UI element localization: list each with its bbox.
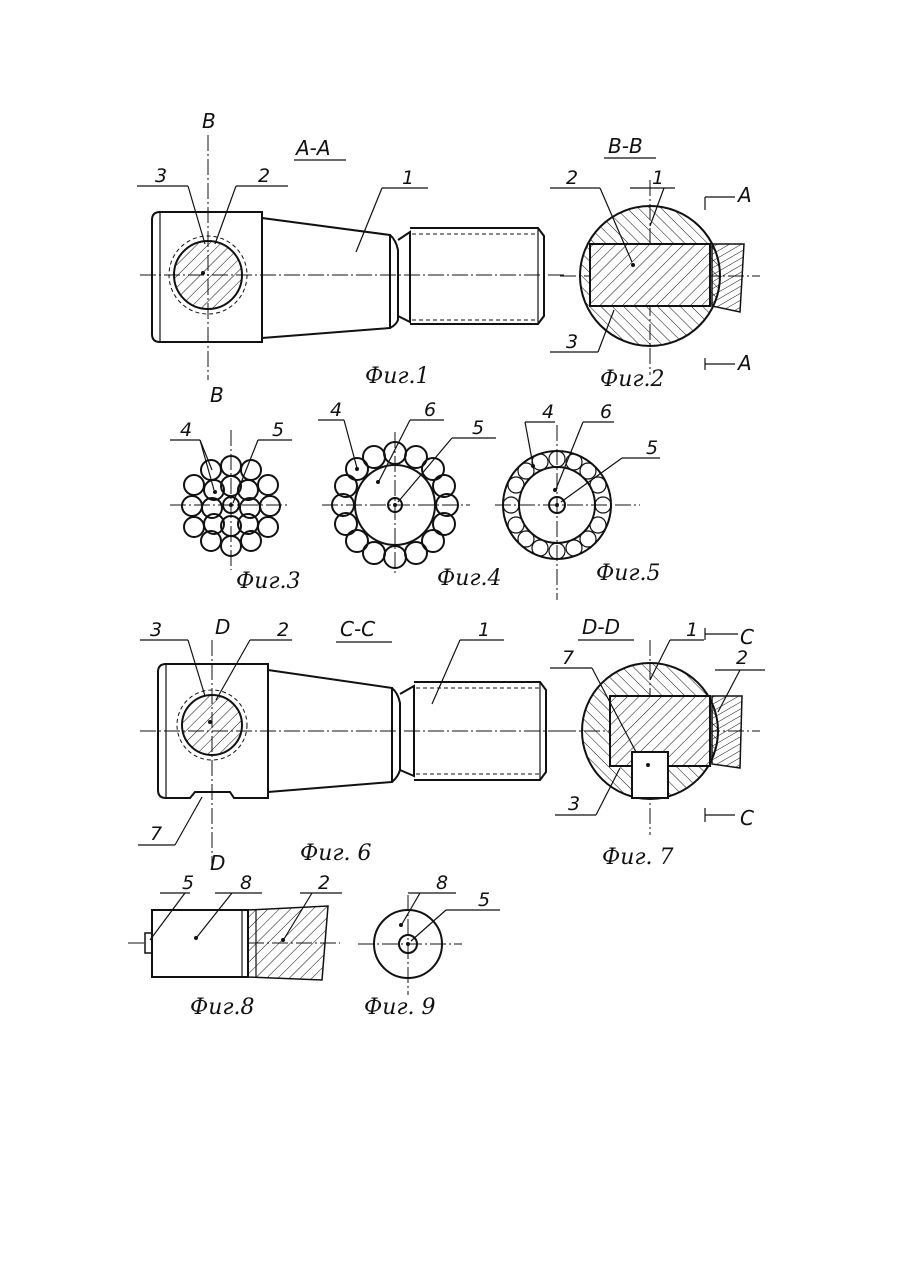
label-3: 3	[150, 619, 162, 641]
section-mark-a-top: А	[736, 183, 752, 207]
label-8: 8	[436, 872, 448, 894]
caption-fig9: Фиг. 9	[364, 995, 436, 1020]
figure-5: 4 6 5 Фиг.5	[495, 401, 661, 600]
label-1: 1	[686, 619, 698, 641]
section-title-bb: В-В	[608, 134, 643, 158]
caption-fig8: Фиг.8	[190, 995, 255, 1020]
caption-fig5: Фиг.5	[596, 561, 661, 586]
section-mark-d-top: D	[215, 615, 230, 639]
figure-2: А А В-В 2 1 3 Фиг.2	[550, 134, 760, 392]
label-5: 5	[478, 889, 490, 911]
caption-fig3: Фиг.3	[236, 569, 301, 594]
section-mark-a-bottom: А	[736, 351, 752, 375]
label-1: 1	[478, 619, 490, 641]
caption-fig4: Фиг.4	[437, 566, 502, 591]
label-2: 2	[318, 872, 330, 894]
label-6: 6	[600, 401, 612, 423]
caption-fig6: Фиг. 6	[300, 841, 372, 866]
figure-6: 3 2 1 7 D D С-С Фиг. 6	[138, 615, 565, 875]
label-2: 2	[566, 167, 578, 189]
caption-fig2: Фиг.2	[600, 367, 665, 392]
section-title-aa: А-А	[294, 136, 331, 160]
figure-7: С С D-D 1 2 7 3 Фиг. 7	[550, 615, 765, 870]
label-6: 6	[424, 399, 436, 421]
section-mark-c-top: С	[740, 625, 754, 649]
figure-9: 8 5 Фиг. 9	[358, 872, 500, 1020]
section-title-dd: D-D	[582, 615, 620, 639]
section-title-cc: С-С	[340, 617, 375, 641]
label-2: 2	[277, 619, 289, 641]
section-mark-b-bottom: В	[210, 383, 224, 407]
label-4: 4	[330, 399, 342, 421]
caption-fig7: Фиг. 7	[602, 845, 674, 870]
label-1: 1	[402, 167, 414, 189]
label-4: 4	[180, 419, 192, 441]
label-3: 3	[155, 165, 167, 187]
label-5: 5	[646, 437, 658, 459]
section-mark-d-bottom: D	[210, 851, 225, 875]
figure-8: 5 8 2 Фиг.8	[128, 872, 342, 1020]
label-7: 7	[150, 823, 162, 845]
section-mark-c-bottom: С	[740, 806, 754, 830]
label-5: 5	[182, 872, 194, 894]
section-mark-b-top: В	[202, 109, 216, 133]
figure-4: 4 6 5 Фиг.4	[318, 399, 502, 591]
label-1: 1	[652, 167, 664, 189]
label-5: 5	[472, 417, 484, 439]
label-2: 2	[258, 165, 270, 187]
label-5: 5	[272, 419, 284, 441]
label-3: 3	[568, 793, 580, 815]
label-8: 8	[240, 872, 252, 894]
figure-3: 4 5 Фиг.3	[170, 419, 301, 594]
label-3: 3	[566, 331, 578, 353]
caption-fig1: Фиг.1	[365, 364, 430, 389]
label-2: 2	[736, 647, 748, 669]
figure-1: 3 2 1 В В А-А Фиг.1	[137, 109, 565, 407]
label-4: 4	[542, 401, 554, 423]
label-7: 7	[562, 647, 574, 669]
